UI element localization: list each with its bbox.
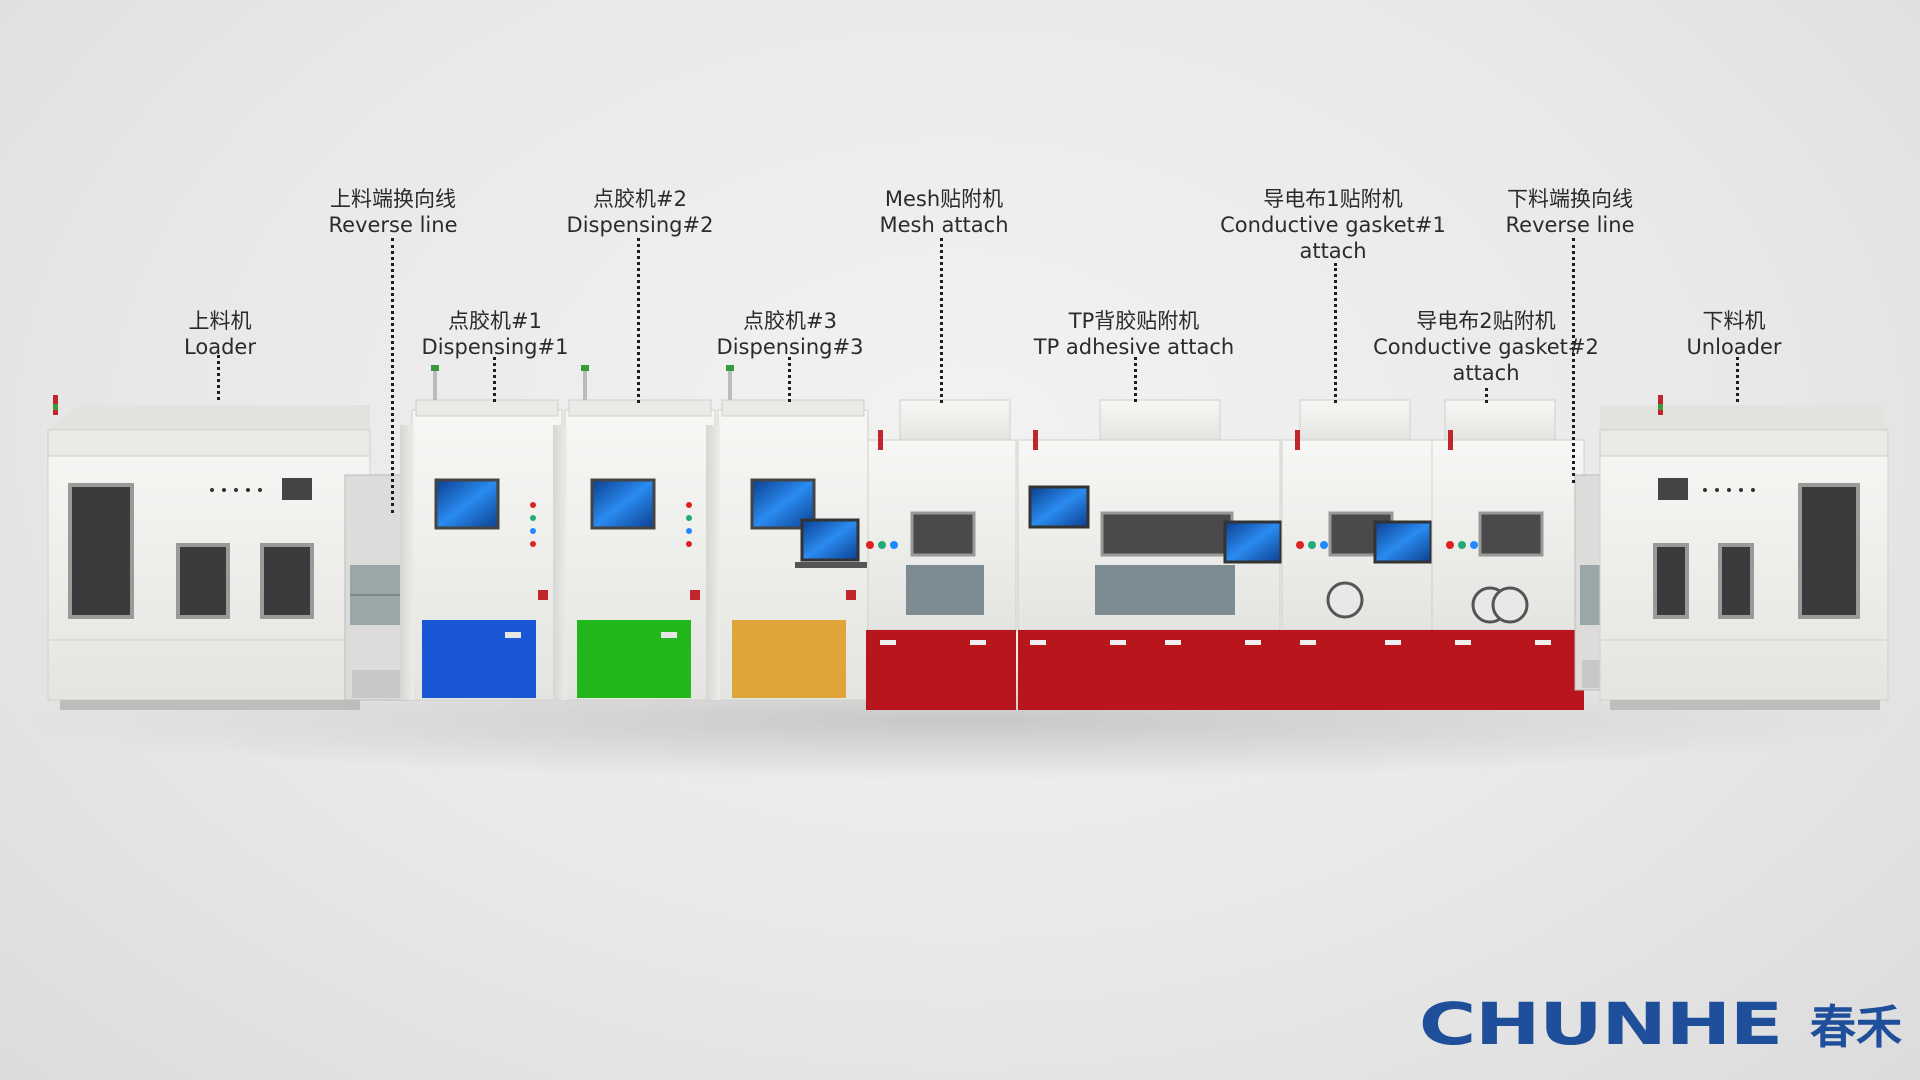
label-loader: 上料机 Loader <box>184 308 256 360</box>
label-reverse-out-en: Reverse line <box>1505 213 1635 237</box>
brand-logo-latin: CHUNHE <box>1418 990 1783 1058</box>
label-disp2-en: Dispensing#2 <box>566 213 714 237</box>
dispensing-1-machine <box>400 365 563 701</box>
label-mesh-cn: Mesh贴附机 <box>884 187 1004 211</box>
label-disp3-cn: 点胶机#3 <box>743 309 837 333</box>
conductive-gasket-2-attach-machine <box>1430 399 1585 710</box>
mesh-attach-machine <box>866 399 1017 710</box>
label-mesh-en: Mesh attach <box>879 213 1009 237</box>
dispensing-2-machine <box>553 365 716 701</box>
label-tp: TP背胶贴附机 TP adhesive attach <box>1034 308 1234 360</box>
label-reverse-out: 下料端换向线 Reverse line <box>1506 186 1635 238</box>
label-disp2-cn: 点胶机#2 <box>593 187 687 211</box>
dispensing-3-machine <box>706 365 869 701</box>
label-tp-cn: TP背胶贴附机 <box>1068 309 1200 333</box>
label-gasket2-cn: 导电布2贴附机 <box>1416 309 1556 333</box>
leader-tp <box>1134 357 1137 402</box>
label-disp3: 点胶机#3 Dispensing#3 <box>717 308 864 360</box>
label-reverse-out-cn: 下料端换向线 <box>1506 187 1633 211</box>
label-unloader: 下料机 Unloader <box>1686 308 1781 360</box>
label-loader-cn: 上料机 <box>188 309 252 333</box>
label-disp2: 点胶机#2 Dispensing#2 <box>567 186 714 238</box>
brand-logo-cjk: 春禾 <box>1810 1000 1902 1054</box>
label-tp-en: TP adhesive attach <box>1033 335 1235 359</box>
leader-reverse-in <box>391 238 394 513</box>
leader-mesh <box>940 238 943 403</box>
reverse-line-in <box>344 474 411 701</box>
label-reverse-in-en: Reverse line <box>328 213 458 237</box>
label-unloader-cn: 下料机 <box>1702 309 1766 333</box>
leader-loader <box>217 355 220 400</box>
label-gasket1-cn: 导电布1贴附机 <box>1263 187 1403 211</box>
label-disp1-cn: 点胶机#1 <box>448 309 542 333</box>
label-gasket1-en2: attach <box>1299 239 1367 263</box>
leader-disp2 <box>637 238 640 403</box>
conductive-gasket-1-attach-machine <box>1280 399 1433 710</box>
label-gasket2-en: Conductive gasket#2 <box>1373 335 1599 359</box>
unloader-machine <box>1599 395 1889 710</box>
label-gasket1-en: Conductive gasket#1 <box>1220 213 1446 237</box>
leader-disp1 <box>493 357 496 402</box>
label-gasket2-en2: attach <box>1452 361 1520 385</box>
label-gasket1: 导电布1贴附机 Conductive gasket#1 attach <box>1220 186 1446 264</box>
leader-gasket2 <box>1485 388 1488 403</box>
label-gasket2: 导电布2贴附机 Conductive gasket#2 attach <box>1373 308 1599 386</box>
label-reverse-in: 上料端换向线 Reverse line <box>329 186 458 238</box>
leader-unloader <box>1736 357 1739 402</box>
leader-disp3 <box>788 357 791 402</box>
label-loader-en: Loader <box>184 335 256 359</box>
label-reverse-in-cn: 上料端换向线 <box>329 187 456 211</box>
leader-reverse-out <box>1572 238 1575 483</box>
loader-machine <box>47 395 371 710</box>
brand-logo: CHUNHE 春禾 <box>1419 990 1902 1058</box>
tp-adhesive-attach-machine <box>1017 399 1283 710</box>
label-mesh: Mesh贴附机 Mesh attach <box>879 186 1008 238</box>
label-disp1-en: Dispensing#1 <box>421 335 569 359</box>
label-unloader-en: Unloader <box>1686 335 1782 359</box>
leader-gasket1 <box>1334 263 1337 403</box>
label-disp3-en: Dispensing#3 <box>716 335 864 359</box>
label-disp1: 点胶机#1 Dispensing#1 <box>422 308 569 360</box>
